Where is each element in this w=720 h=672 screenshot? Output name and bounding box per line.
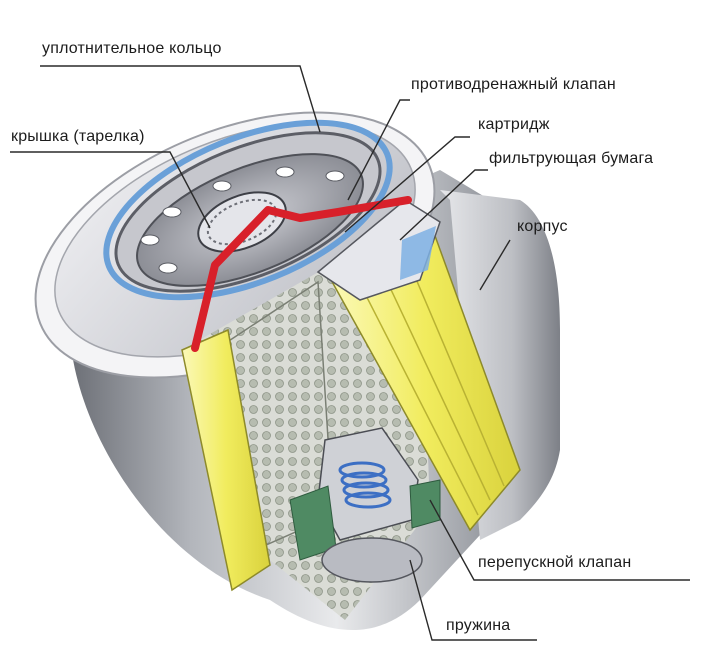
label-cover-plate: крышка (тарелка) — [11, 128, 145, 145]
threaded-hole — [197, 191, 287, 253]
bottom-stem — [321, 537, 423, 583]
anti-drain-valve — [191, 196, 412, 352]
bypass-spring — [338, 461, 392, 509]
label-filter-paper: фильтрующая бумага — [489, 150, 654, 167]
bottom-gasket-right — [409, 479, 441, 529]
label-cartridge: картридж — [478, 116, 550, 133]
seal-ring — [103, 119, 393, 301]
cover-plate-holes — [140, 166, 345, 274]
leader-lines — [10, 65, 690, 641]
label-anti-drain-valve: противодренажный клапан — [411, 76, 616, 93]
filter-paper-front — [181, 328, 271, 592]
label-seal-ring: уплотнительное кольцо — [42, 40, 222, 57]
label-spring: пружина — [446, 617, 511, 634]
housing-right-shell — [440, 190, 560, 540]
label-housing: корпус — [517, 218, 568, 235]
label-bypass-valve: перепускной клапан — [478, 554, 632, 571]
